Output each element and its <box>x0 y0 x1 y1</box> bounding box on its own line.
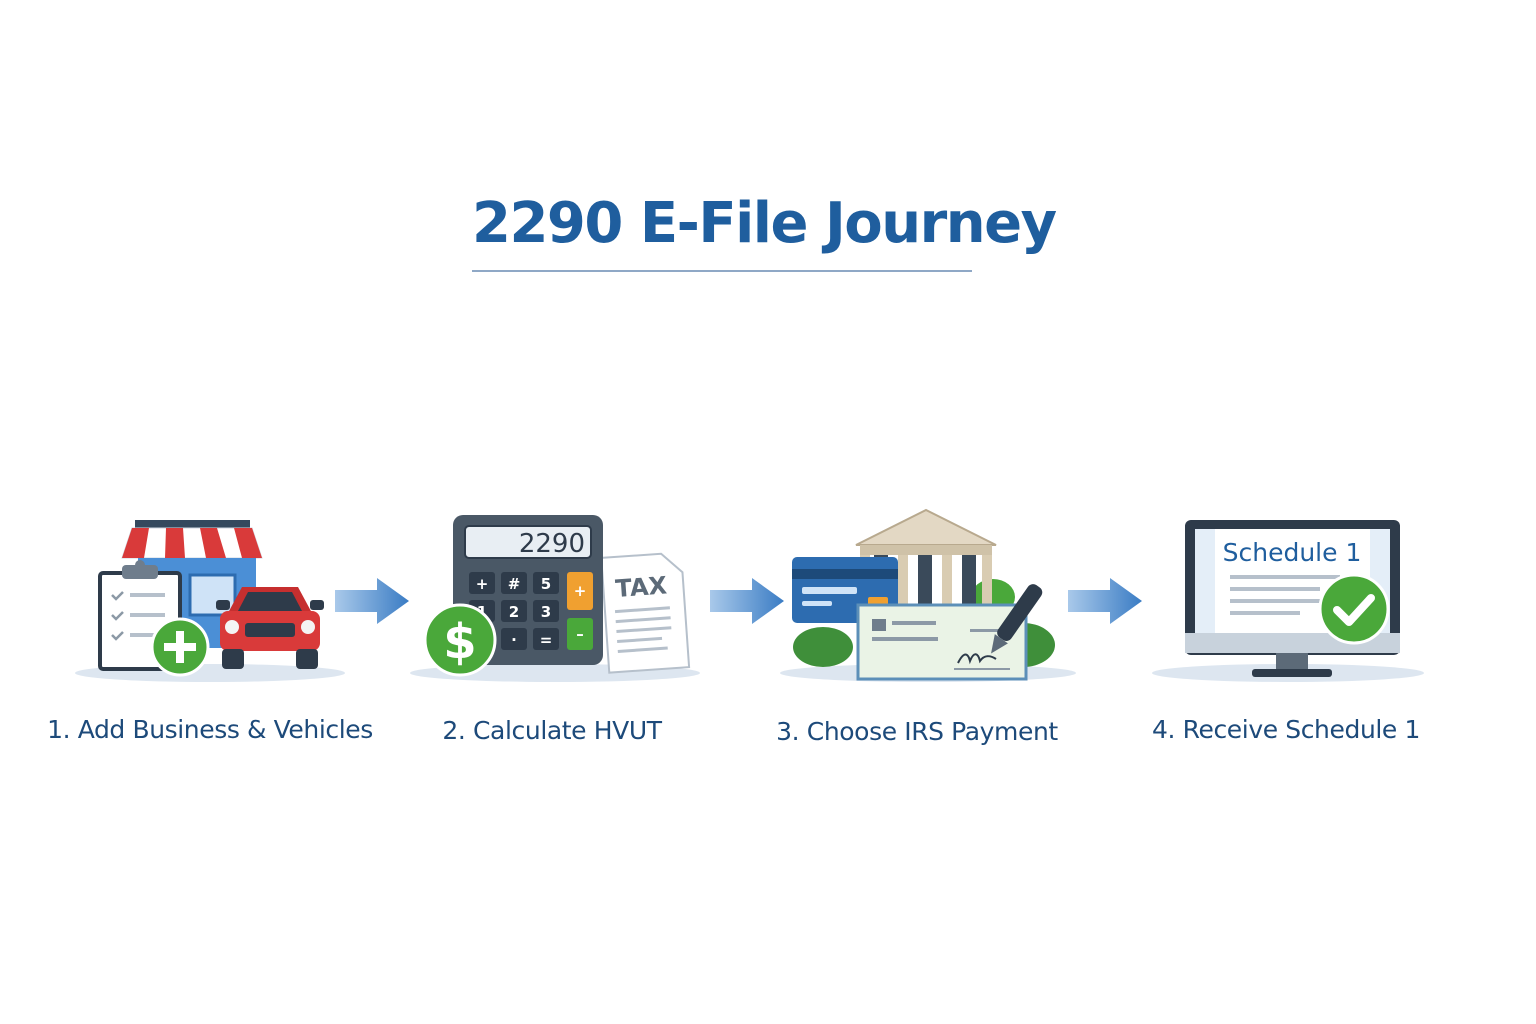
calculator-icon: TAX 2290 + # 5 + 1 2 3 · = – <box>410 515 700 682</box>
bank-payment-icon <box>780 508 1076 682</box>
title-underline <box>472 270 972 272</box>
checkmark-badge-icon <box>1318 573 1390 645</box>
step-1-label: 1. Add Business & Vehicles <box>47 715 373 744</box>
svg-text:3: 3 <box>541 603 551 621</box>
calculator-display: 2290 <box>519 529 585 559</box>
svg-text:·: · <box>511 631 517 649</box>
step-3-label: 3. Choose IRS Payment <box>776 717 1058 746</box>
tax-document-icon: TAX <box>600 552 691 674</box>
step-2-label: 2. Calculate HVUT <box>442 716 662 745</box>
step-4-label: 4. Receive Schedule 1 <box>1152 715 1420 744</box>
monitor-screen-title: Schedule 1 <box>1223 538 1362 567</box>
arrow-right-icon <box>710 578 784 624</box>
car-icon <box>216 587 324 669</box>
business-vehicle-icon <box>75 520 345 682</box>
arrow-right-icon <box>1068 578 1142 624</box>
page-title: 2290 E-File Journey <box>472 191 1057 256</box>
svg-text:–: – <box>576 625 584 643</box>
svg-text:+: + <box>574 582 587 600</box>
svg-text:2: 2 <box>509 603 519 621</box>
svg-text:+: + <box>476 575 489 593</box>
svg-text:#: # <box>508 575 521 593</box>
add-plus-icon <box>150 617 210 677</box>
pen-icon <box>991 584 1043 654</box>
dollar-coin-icon: $ <box>423 603 497 677</box>
tax-doc-label: TAX <box>614 571 668 603</box>
svg-text:5: 5 <box>541 575 551 593</box>
svg-text:=: = <box>540 631 553 649</box>
monitor-schedule-icon: Schedule 1 <box>1152 520 1424 682</box>
arrow-right-icon <box>335 578 409 624</box>
svg-text:$: $ <box>443 614 476 670</box>
